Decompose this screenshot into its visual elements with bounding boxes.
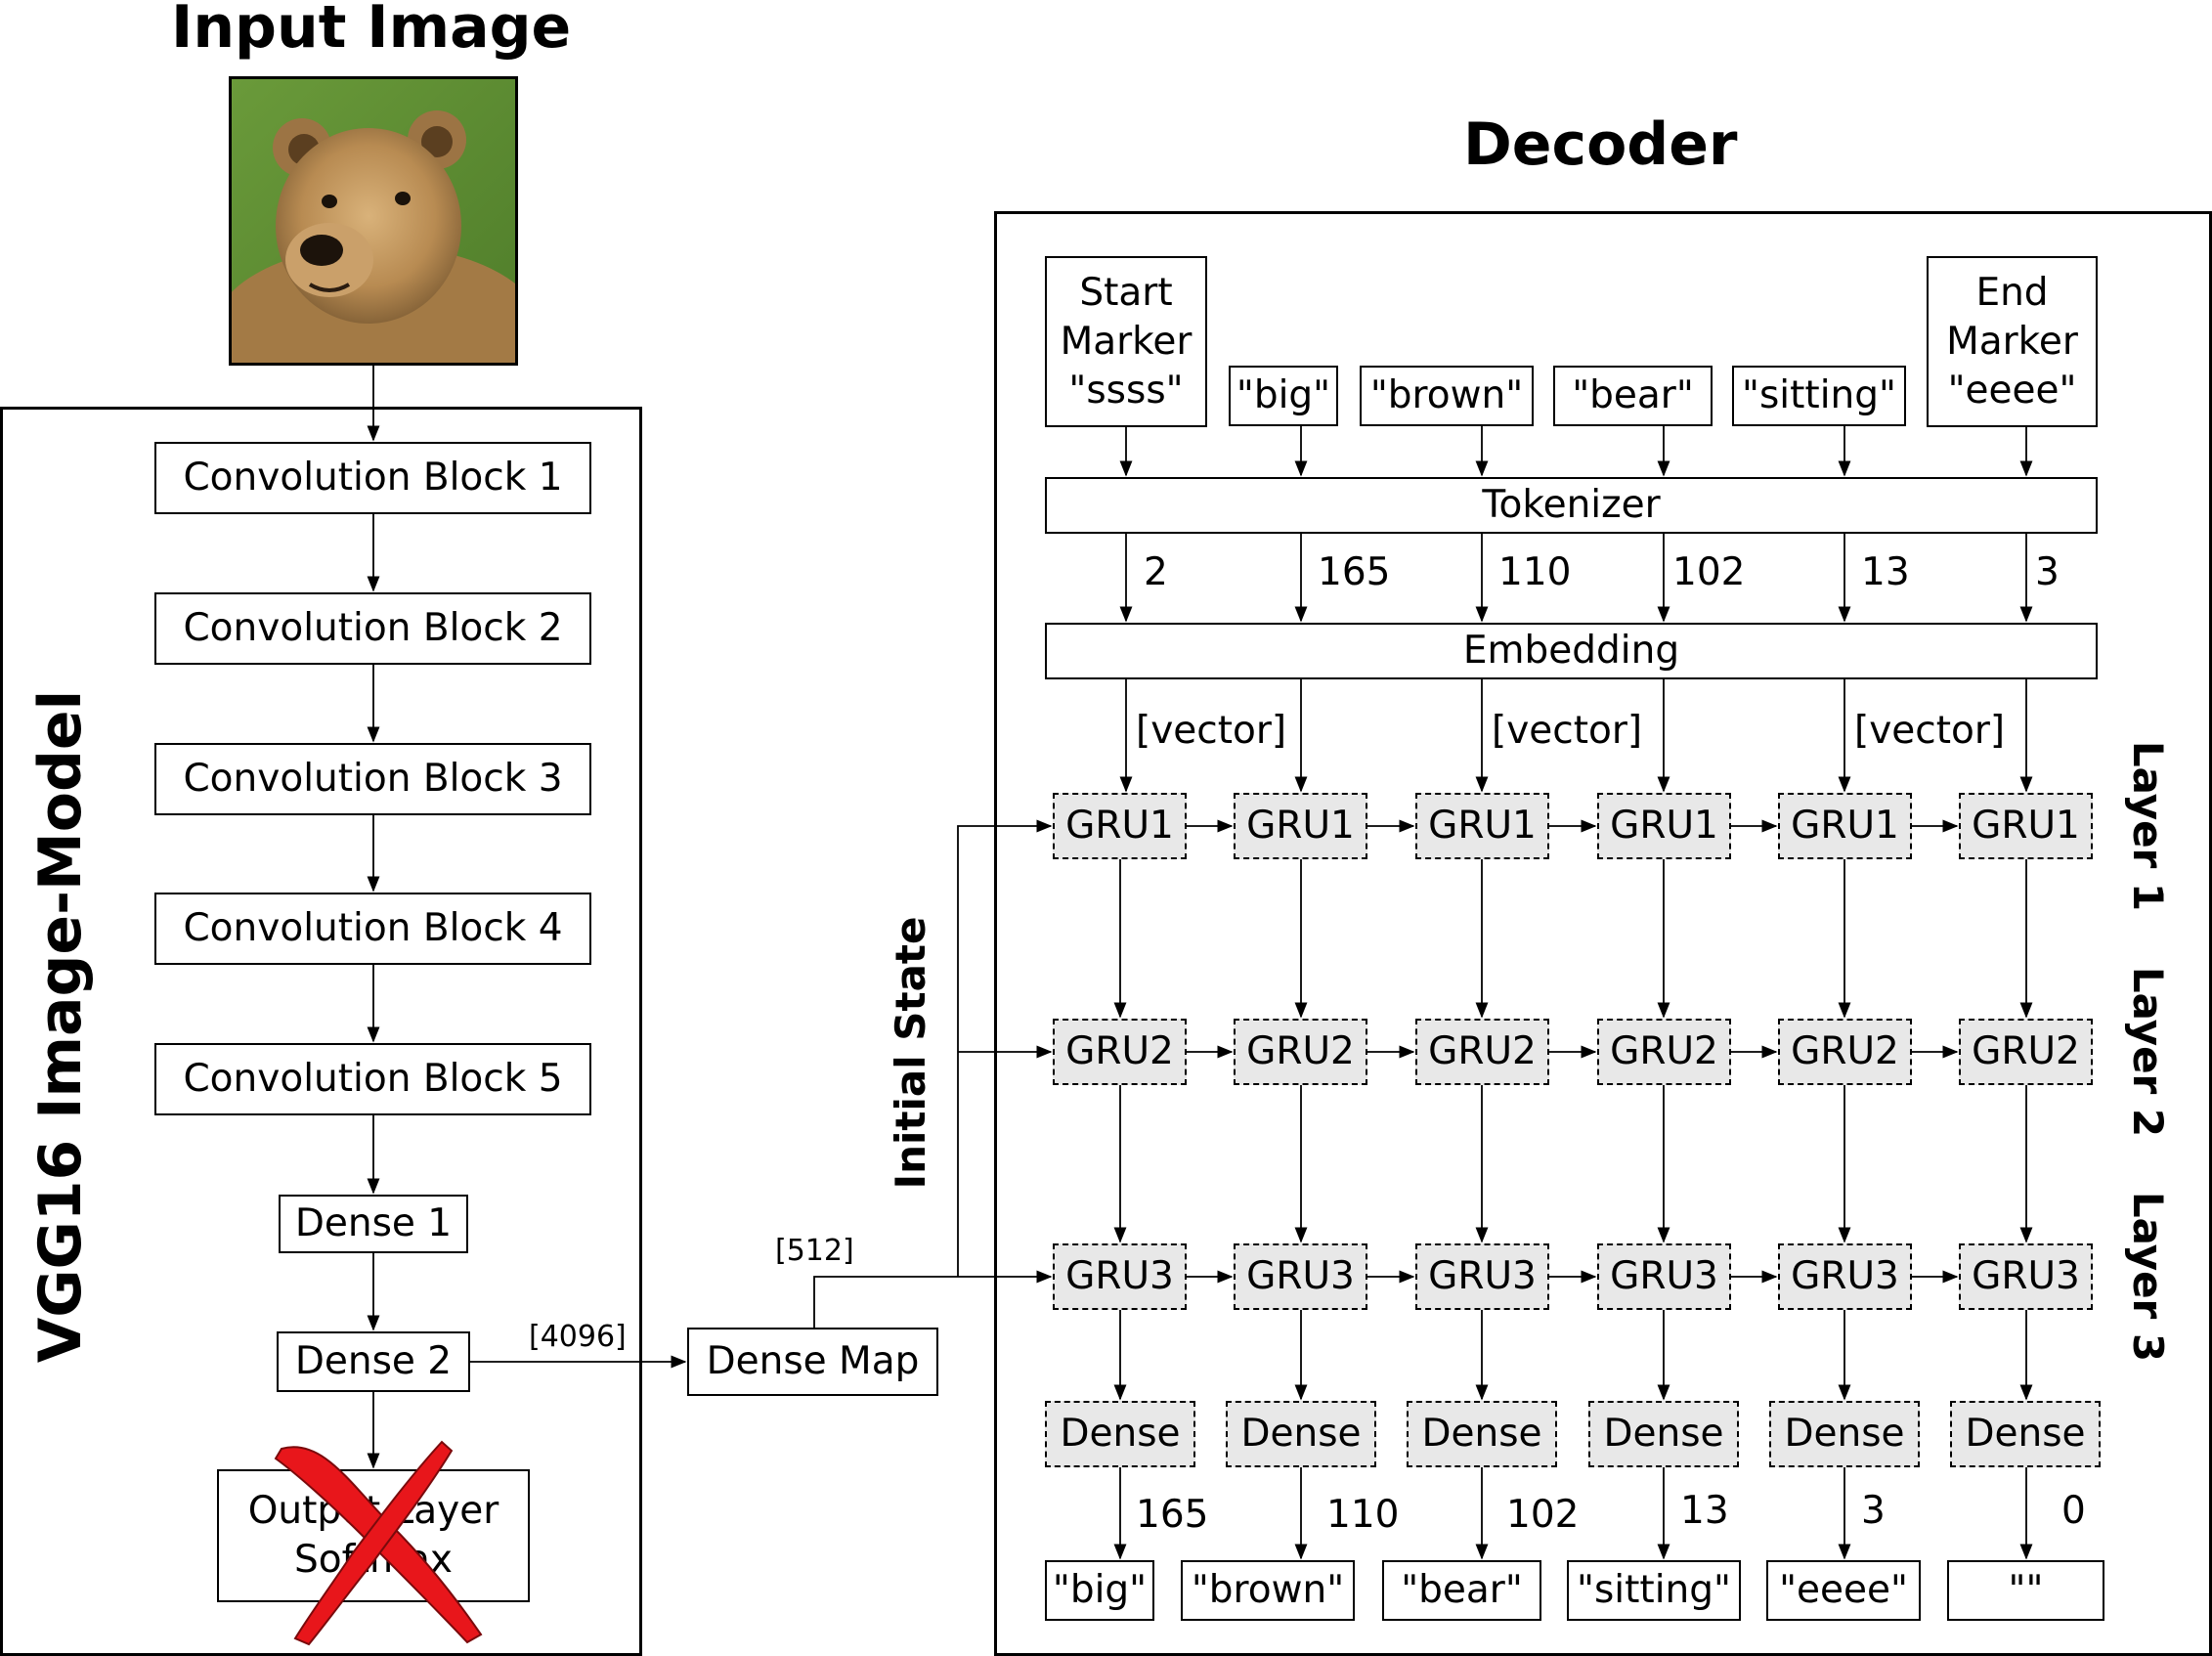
output-id-label: 110 <box>1326 1493 1400 1537</box>
output-word-sitting: "sitting" <box>1567 1560 1741 1621</box>
dense-map-size-label: [512] <box>775 1234 854 1268</box>
gru1-cell: GRU1 <box>1234 793 1367 859</box>
tokenizer-box: Tokenizer <box>1045 477 2098 534</box>
input-word-bear: "bear" <box>1553 366 1713 426</box>
initial-state-label: Initial State <box>887 916 934 1190</box>
dense-2: Dense 2 <box>277 1331 470 1392</box>
gru2-cell: GRU2 <box>1959 1019 2093 1085</box>
start-marker-box: Start Marker "ssss" <box>1045 256 1207 427</box>
decoder-title: Decoder <box>1463 110 1738 179</box>
gru3-cell: GRU3 <box>1778 1243 1912 1310</box>
gru1-cell: GRU1 <box>1597 793 1731 859</box>
decoder-dense-cell: Dense <box>1950 1401 2101 1467</box>
conv-block-1: Convolution Block 1 <box>154 442 591 514</box>
decoder-dense-cell: Dense <box>1226 1401 1376 1467</box>
conv-block-4: Convolution Block 4 <box>154 893 591 965</box>
decoder-dense-cell: Dense <box>1407 1401 1557 1467</box>
output-id-label: 3 <box>1861 1489 1886 1533</box>
dense-1: Dense 1 <box>279 1195 468 1253</box>
token-id-label: 2 <box>1144 550 1168 594</box>
input-image-title: Input Image <box>171 0 572 62</box>
vector-label: [vector] <box>1854 709 2006 753</box>
gru2-cell: GRU2 <box>1778 1019 1912 1085</box>
gru2-cell: GRU2 <box>1597 1019 1731 1085</box>
layer-2-label: Layer 2 <box>2124 966 2172 1138</box>
output-word-empty: "" <box>1947 1560 2104 1621</box>
output-layer-softmax: Output Layer Softmax <box>217 1469 530 1602</box>
token-id-label: 165 <box>1318 550 1391 594</box>
token-id-label: 13 <box>1861 550 1910 594</box>
output-id-label: 102 <box>1506 1493 1580 1537</box>
gru3-cell: GRU3 <box>1597 1243 1731 1310</box>
token-id-label: 102 <box>1672 550 1746 594</box>
conv-block-3: Convolution Block 3 <box>154 743 591 815</box>
gru3-cell: GRU3 <box>1234 1243 1367 1310</box>
input-word-brown: "brown" <box>1360 366 1534 426</box>
decoder-dense-cell: Dense <box>1769 1401 1920 1467</box>
output-word-eeee: "eeee" <box>1766 1560 1921 1621</box>
decoder-dense-cell: Dense <box>1588 1401 1739 1467</box>
gru3-cell: GRU3 <box>1415 1243 1549 1310</box>
input-word-big: "big" <box>1229 366 1338 426</box>
output-word-big: "big" <box>1045 1560 1154 1621</box>
output-id-label: 0 <box>2061 1489 2086 1533</box>
gru2-cell: GRU2 <box>1415 1019 1549 1085</box>
gru1-cell: GRU1 <box>1415 793 1549 859</box>
output-id-label: 13 <box>1680 1489 1729 1533</box>
gru3-cell: GRU3 <box>1053 1243 1187 1310</box>
token-id-label: 3 <box>2035 550 2060 594</box>
dense2-size-label: [4096] <box>529 1320 627 1354</box>
output-word-brown: "brown" <box>1181 1560 1355 1621</box>
conv-block-2: Convolution Block 2 <box>154 592 591 665</box>
dense-map: Dense Map <box>687 1328 938 1396</box>
gru2-cell: GRU2 <box>1234 1019 1367 1085</box>
output-word-bear: "bear" <box>1382 1560 1541 1621</box>
layer-3-label: Layer 3 <box>2124 1191 2172 1363</box>
vgg16-title: VGG16 Image-Model <box>26 689 95 1364</box>
layer-1-label: Layer 1 <box>2124 740 2172 912</box>
gru1-cell: GRU1 <box>1959 793 2093 859</box>
decoder-dense-cell: Dense <box>1045 1401 1195 1467</box>
vector-label: [vector] <box>1492 709 1643 753</box>
gru2-cell: GRU2 <box>1053 1019 1187 1085</box>
gru1-cell: GRU1 <box>1053 793 1187 859</box>
gru3-cell: GRU3 <box>1959 1243 2093 1310</box>
embedding-box: Embedding <box>1045 623 2098 679</box>
vgg16-frame <box>0 407 642 1656</box>
end-marker-box: End Marker "eeee" <box>1927 256 2098 427</box>
input-image <box>229 76 518 366</box>
vector-label: [vector] <box>1136 709 1287 753</box>
token-id-label: 110 <box>1498 550 1572 594</box>
gru1-cell: GRU1 <box>1778 793 1912 859</box>
output-id-label: 165 <box>1136 1493 1209 1537</box>
input-word-sitting: "sitting" <box>1732 366 1906 426</box>
bear-image-icon <box>232 79 515 363</box>
conv-block-5: Convolution Block 5 <box>154 1043 591 1115</box>
